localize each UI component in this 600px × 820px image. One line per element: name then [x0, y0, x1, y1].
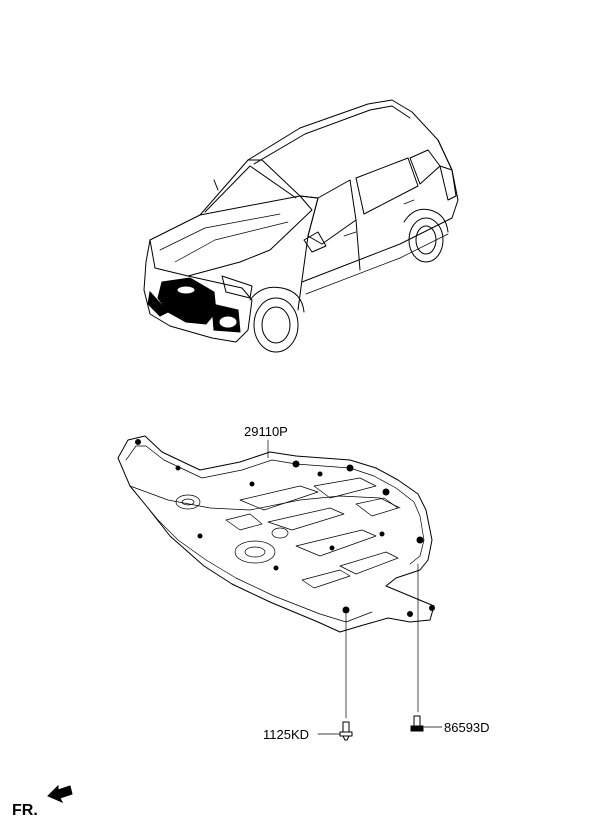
screw-86593d-icon — [410, 715, 424, 732]
under-cover-part — [117, 435, 435, 633]
vehicle-illustration — [143, 99, 459, 353]
bolt-1125kd-icon — [339, 721, 353, 741]
part-label-29110p: 29110P — [244, 424, 288, 439]
leader-lines — [267, 439, 443, 735]
front-direction-label: FR. — [12, 802, 38, 819]
part-label-86593d: 86593D — [444, 720, 490, 735]
part-label-1125kd: 1125KD — [263, 727, 309, 742]
front-arrow-icon — [47, 784, 73, 803]
